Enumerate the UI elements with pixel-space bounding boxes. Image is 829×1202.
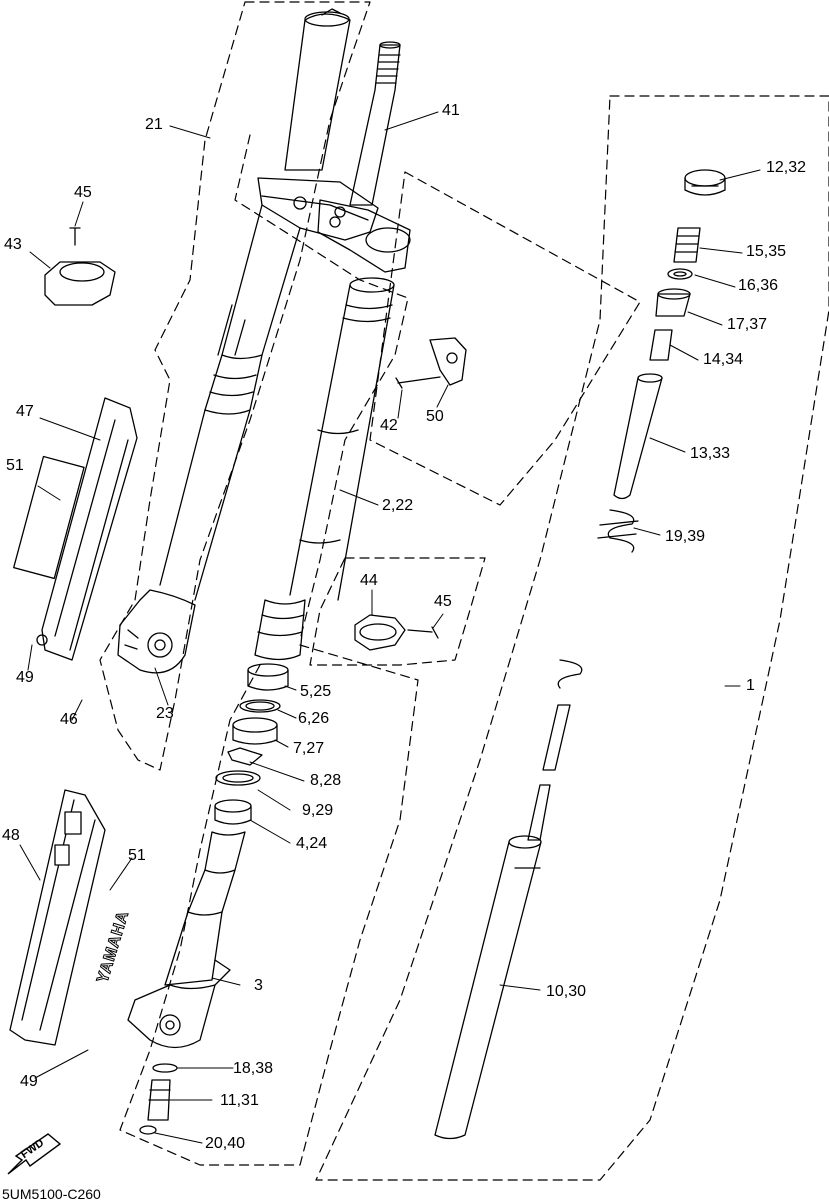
fwd-arrow-icon: FWD <box>6 1130 62 1176</box>
label-20-40: 20,40 <box>205 1135 246 1152</box>
label-12-32: 12,32 <box>766 159 807 176</box>
damper-parts <box>434 169 726 1140</box>
label-16-36: 16,36 <box>738 277 779 294</box>
label-18-38: 18,38 <box>233 1060 274 1077</box>
outline-clamp <box>309 557 486 666</box>
steering-stem <box>317 41 411 273</box>
outline-outer-tube <box>99 1 371 771</box>
label-14-34: 14,34 <box>703 351 744 368</box>
label-21: 21 <box>145 116 163 133</box>
label-6-26: 6,26 <box>298 710 330 727</box>
inner-tube <box>254 277 395 661</box>
leader-lines <box>19 111 761 1144</box>
label-3: 3 <box>254 977 263 994</box>
outline-lower-tube <box>119 644 419 1166</box>
label-46: 46 <box>60 711 78 728</box>
label-1: 1 <box>746 677 755 694</box>
label-48: 48 <box>2 827 20 844</box>
label-2-22: 2,22 <box>382 497 414 514</box>
label-8-28: 8,28 <box>310 772 342 789</box>
label-5-25: 5,25 <box>300 683 332 700</box>
label-47: 47 <box>16 403 34 420</box>
label-9-29: 9,29 <box>302 802 334 819</box>
label-7-27: 7,27 <box>293 740 325 757</box>
label-10-30: 10,30 <box>546 983 587 1000</box>
guard-48 <box>9 789 106 1046</box>
label-13-33: 13,33 <box>690 445 731 462</box>
lower-tube <box>127 831 246 1049</box>
outline-bracket <box>369 171 641 506</box>
label-19-39: 19,39 <box>665 528 706 545</box>
label-42: 42 <box>380 417 398 434</box>
label-43: 43 <box>4 236 22 253</box>
label-45-mid: 45 <box>434 593 452 610</box>
diagram-code: 5UM5100-C260 <box>2 1186 101 1202</box>
guard-47 <box>13 397 138 661</box>
label-51-bottom: 51 <box>128 847 146 864</box>
label-23: 23 <box>156 705 174 722</box>
label-4-24: 4,24 <box>296 835 328 852</box>
label-50: 50 <box>426 408 444 425</box>
label-17-37: 17,37 <box>727 316 768 333</box>
label-15-35: 15,35 <box>746 243 787 260</box>
group-outlines <box>99 1 829 1181</box>
label-11-31: 11,31 <box>220 1092 259 1109</box>
bracket-50 <box>395 337 467 389</box>
label-49-bottom: 49 <box>20 1073 38 1090</box>
outline-damper <box>315 95 829 1181</box>
clamps <box>44 227 439 651</box>
label-41: 41 <box>442 102 460 119</box>
bottom-bolts <box>139 1063 178 1135</box>
label-45-top: 45 <box>74 184 92 201</box>
label-44: 44 <box>360 572 378 589</box>
label-49-top: 49 <box>16 669 34 686</box>
seal-stack <box>214 663 289 825</box>
outer-tube <box>117 8 379 674</box>
label-51-top: 51 <box>6 457 24 474</box>
